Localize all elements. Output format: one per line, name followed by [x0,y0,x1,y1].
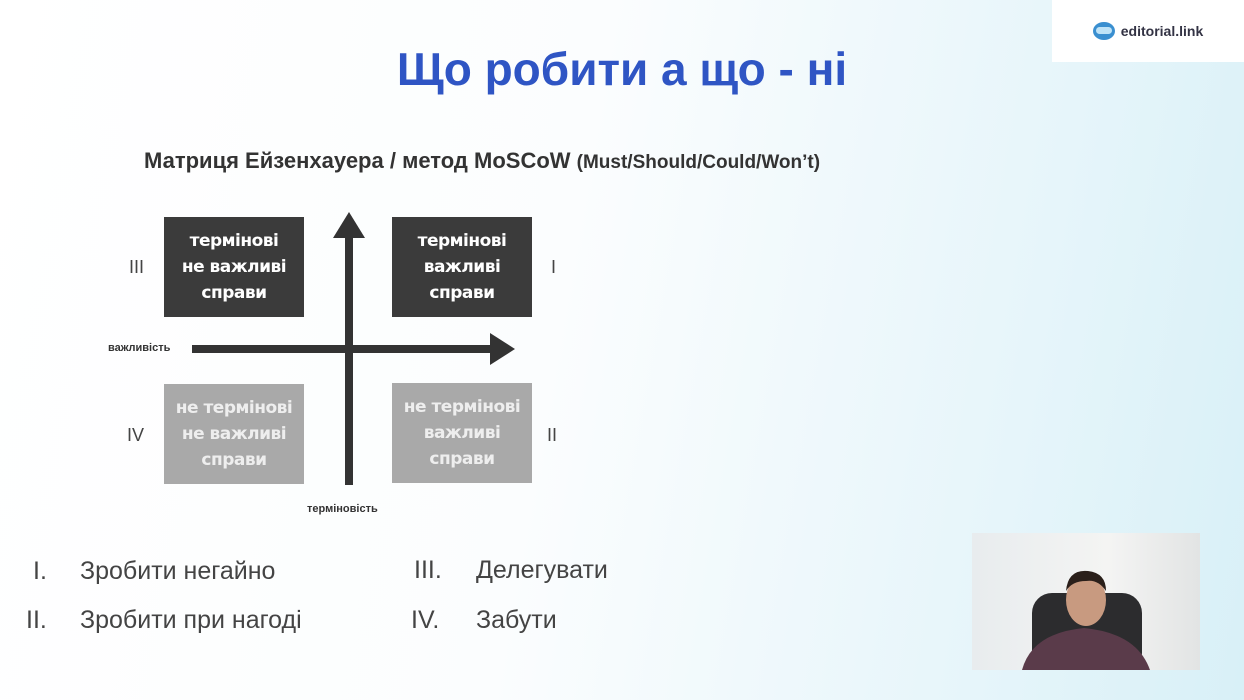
numeral-iii: III [129,257,145,277]
right-arrowhead [490,333,515,365]
legend-numeral: I. [33,557,47,585]
slide-subtitle: Матриця Ейзенхауера / метод MoSCoW (Must… [144,148,820,174]
editorial-link-logo: editorial.link [1052,0,1244,62]
legend-numeral: III. [414,556,442,584]
legend-item: Зробити при нагоді [80,606,302,634]
slide-title: Що робити а що - ні [396,43,848,95]
legend-item: Забути [476,606,557,634]
up-arrowhead [333,212,365,238]
numeral-i: I [551,257,557,277]
subtitle-main: Матриця Ейзенхауера / метод MoSCoW [144,148,571,173]
speaker-video [1022,570,1150,670]
legend-numeral: IV. [411,606,440,634]
robot-icon [1092,22,1115,40]
speaker-webcam [972,533,1200,670]
y-axis-label: терміновість [307,503,378,515]
logo-text: editorial.link [1120,23,1204,39]
numeral-iv: IV [127,425,145,445]
x-axis-label: важливість [108,342,171,354]
subtitle-note: (Must/Should/Could/Won’t) [576,152,821,173]
legend-item: Делегувати [476,556,608,584]
legend-numeral: II. [26,606,47,634]
legend-item: Зробити негайно [80,557,276,585]
numeral-ii: II [547,425,558,445]
